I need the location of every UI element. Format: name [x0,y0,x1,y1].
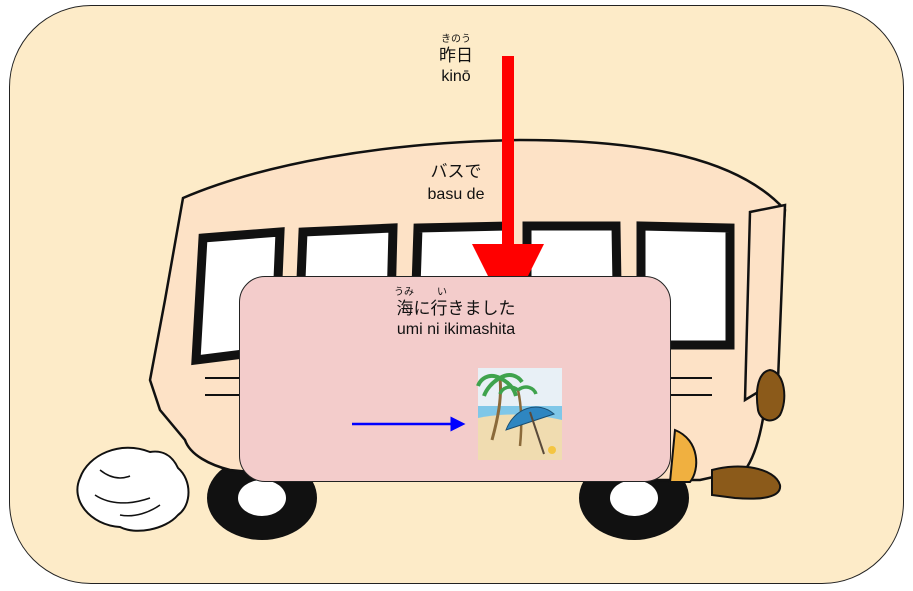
time-romaji: kinō [441,68,471,85]
action-panel [239,276,671,482]
time-label: きのう 昨日 kinō [418,34,494,87]
means-text: バスで [430,162,482,182]
means-label: バスで basu de [400,162,512,205]
exhaust-cloud-icon [76,446,190,532]
action-reading: うみ い [376,287,536,299]
action-text: 海に行きました [396,299,516,319]
destination-graphic [352,368,562,460]
means-romaji: basu de [427,186,485,203]
time-reading: きのう [441,34,471,45]
action-reading-umi: うみ [394,287,414,298]
beach-umbrella-icon [476,368,562,460]
action-romaji: umi ni ikimashita [396,321,516,338]
action-reading-i: い [437,287,447,298]
action-label: うみ い 海に行きました umi ni ikimashita [376,287,536,340]
time-text: 昨日 [439,46,473,66]
